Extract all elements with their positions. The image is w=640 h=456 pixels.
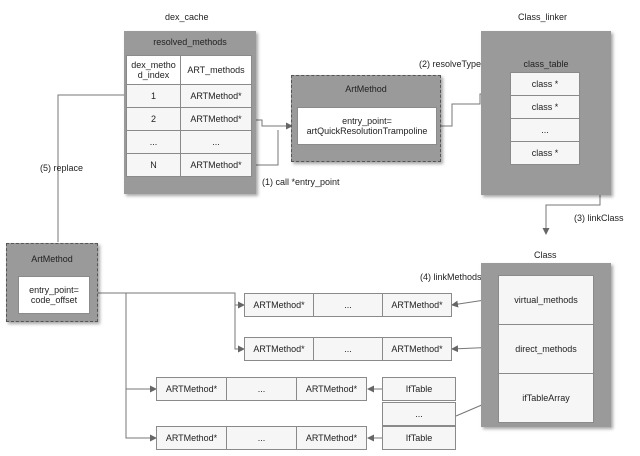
- table-row-index: ...: [126, 130, 181, 154]
- dex-method-index-header-l2: d_index: [137, 70, 170, 80]
- class-title: Class: [534, 250, 557, 260]
- class-table-item: class *: [510, 72, 580, 96]
- rowN-to-artmethod-line: [254, 130, 279, 166]
- step-3-label: (3) linkClass: [574, 213, 624, 223]
- table-row-method: ARTMethod*: [180, 107, 252, 131]
- step-2-label: (2) resolveTypes: [419, 59, 486, 69]
- entry-point-value: artQuickResolutionTrampoline: [306, 126, 428, 136]
- step-4-label: (4) linkMethods: [420, 272, 482, 282]
- resolved-methods-title: resolved_methods: [153, 37, 227, 47]
- iftable2-array-cell: ARTMethod*: [156, 426, 227, 450]
- iftable1-array-cell: ARTMethod*: [296, 377, 367, 401]
- art-method-left-title: ArtMethod: [31, 254, 73, 264]
- table-row-index: 1: [126, 84, 181, 108]
- class-table-item: ...: [510, 118, 580, 142]
- art-method-left-entry: entry_point= code_offset: [18, 276, 90, 314]
- entry-to-virtual-line: [90, 292, 245, 309]
- iftable-cell: IfTable: [382, 377, 456, 401]
- class-table-title: class_table: [523, 59, 569, 69]
- iftable-cell: ...: [382, 402, 456, 426]
- entry-point-label: entry_point=: [29, 285, 79, 295]
- virtual-methods-field: virtual_methods: [498, 275, 594, 325]
- entry-to-direct-line: [234, 305, 245, 353]
- art-method-top-title: ArtMethod: [345, 84, 387, 94]
- table-row-method: ARTMethod*: [180, 84, 252, 108]
- class-linker-title: Class_linker: [518, 12, 568, 22]
- dex-cache-title: dex_cache: [165, 12, 209, 22]
- entry-point-label: entry_point=: [342, 116, 392, 126]
- step-5-label: (5) replace: [40, 163, 84, 173]
- iftable1-array-cell: ...: [226, 377, 297, 401]
- dex-method-index-header-l1: dex_metho: [131, 60, 176, 70]
- direct-methods-field: direct_methods: [498, 324, 594, 374]
- art-methods-header: ART_methods: [180, 55, 252, 85]
- iftable1-array-cell: ARTMethod*: [156, 377, 227, 401]
- step-1-label: (1) call *entry_point: [262, 177, 340, 187]
- table-row-index: N: [126, 153, 181, 177]
- entry-to-iftable1-line: [125, 293, 157, 393]
- art-method-top-entry: entry_point= artQuickResolutionTrampolin…: [297, 107, 437, 145]
- virtual-array-cell: ...: [313, 293, 383, 317]
- dex-method-index-header: dex_metho d_index: [126, 55, 181, 85]
- virtual-array-cell: ARTMethod*: [244, 293, 314, 317]
- iftable-array-field: ifTableArray: [498, 373, 594, 423]
- virtual-array-cell: ARTMethod*: [382, 293, 452, 317]
- table-row-index: 2: [126, 107, 181, 131]
- entry-to-iftable2-line: [125, 389, 157, 442]
- entry-point-value: code_offset: [30, 295, 78, 305]
- class-table-item: class *: [510, 141, 580, 165]
- iftable-cell: IfTable: [382, 426, 456, 450]
- table-row-method: ARTMethod*: [180, 153, 252, 177]
- table-row-method: ...: [180, 130, 252, 154]
- direct-array-cell: ...: [313, 337, 383, 361]
- row2-to-artmethod-line: [254, 119, 293, 130]
- iftable2-array-cell: ...: [226, 426, 297, 450]
- class-table-item: class *: [510, 95, 580, 119]
- iftable2-array-cell: ARTMethod*: [296, 426, 367, 450]
- direct-array-cell: ARTMethod*: [382, 337, 452, 361]
- direct-array-cell: ARTMethod*: [244, 337, 314, 361]
